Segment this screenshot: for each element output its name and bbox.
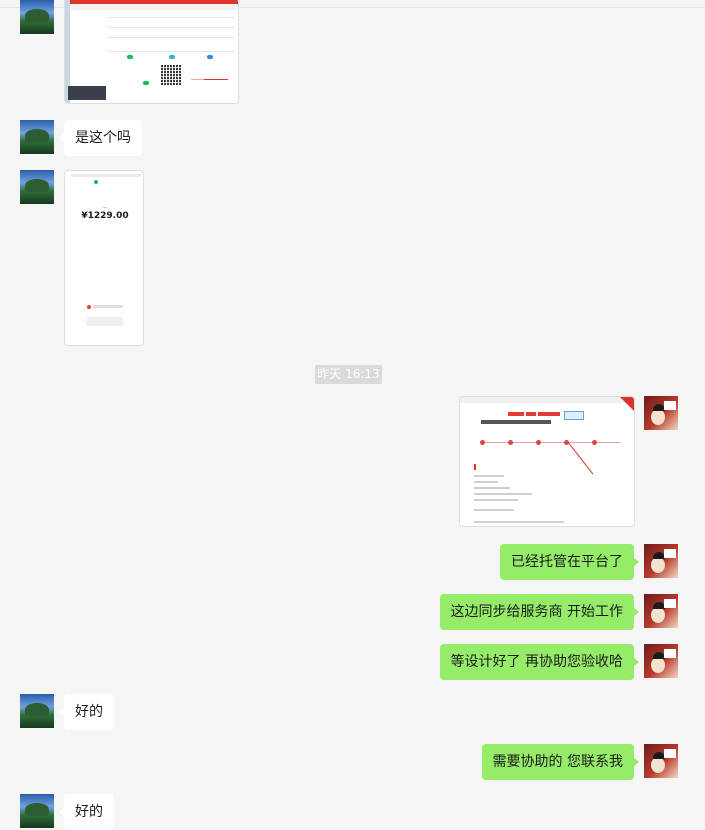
- message-bubble-outgoing[interactable]: 等设计好了 再协助您验收哈: [439, 644, 640, 680]
- confirm-button-thumbnail: [87, 317, 123, 326]
- my-avatar[interactable]: [644, 396, 678, 430]
- message-bubble-outgoing[interactable]: 需要协助的 您联系我: [481, 744, 640, 780]
- wechat-pay-icon: [94, 180, 98, 184]
- contact-avatar[interactable]: [20, 120, 54, 154]
- contact-avatar[interactable]: [20, 694, 54, 728]
- image-message-order-screenshot[interactable]: [459, 396, 635, 527]
- qr-code-thumbnail: [161, 65, 181, 85]
- time-divider: 昨天 16:13: [315, 365, 382, 384]
- payment-amount: ¥1229.00: [81, 211, 129, 221]
- image-message-payment-screenshot[interactable]: — ¥1229.00: [64, 170, 144, 346]
- contact-avatar[interactable]: [20, 794, 54, 828]
- my-avatar[interactable]: [644, 594, 678, 628]
- contact-avatar[interactable]: [20, 170, 54, 204]
- message-bubble-incoming[interactable]: 好的: [59, 794, 114, 830]
- message-bubble-incoming[interactable]: 是这个吗: [59, 120, 142, 156]
- warning-icon: [87, 305, 91, 309]
- my-avatar[interactable]: [644, 644, 678, 678]
- message-bubble-outgoing[interactable]: 这边同步给服务商 开始工作: [439, 594, 640, 630]
- message-bubble-outgoing[interactable]: 已经托管在平台了: [500, 544, 639, 580]
- message-bubble-incoming[interactable]: 好的: [59, 694, 114, 730]
- contact-avatar[interactable]: [20, 0, 54, 34]
- image-message-webpage-screenshot[interactable]: [64, 0, 239, 104]
- my-avatar[interactable]: [644, 544, 678, 578]
- promo-stamp-thumbnail: [564, 411, 584, 420]
- my-avatar[interactable]: [644, 744, 678, 778]
- top-divider-line: [0, 7, 705, 8]
